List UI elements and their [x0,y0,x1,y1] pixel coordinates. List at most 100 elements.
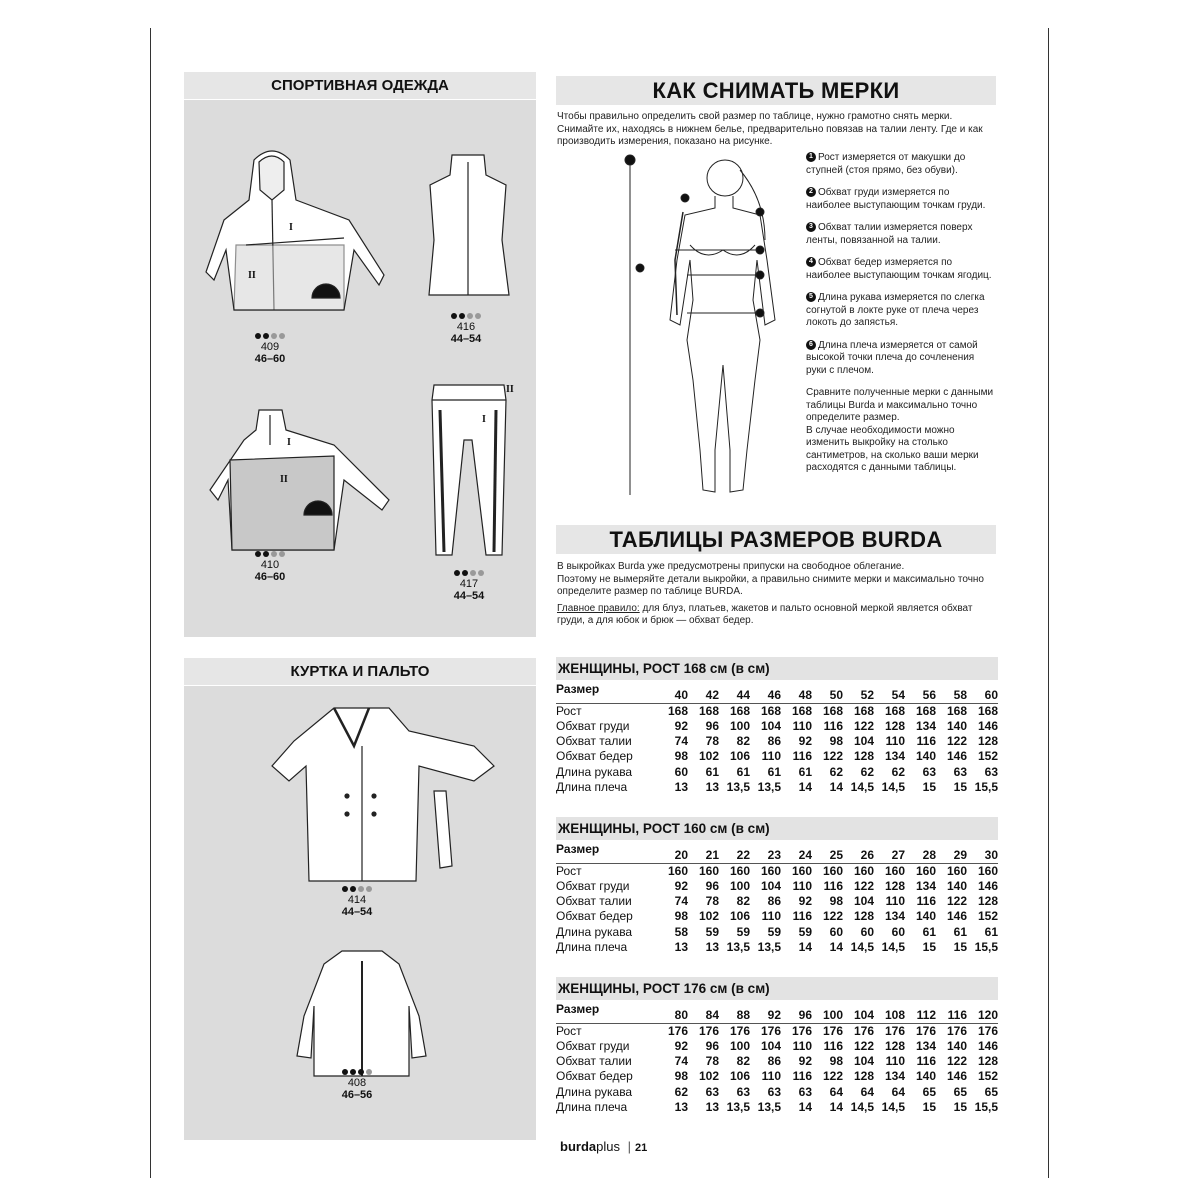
svg-text:II: II [506,384,514,395]
table-cell: 168 [915,703,936,718]
table-cell: 168 [791,703,812,718]
table-cell: 128 [853,1069,874,1084]
table-cell: 63 [922,764,936,779]
table-cell: 61 [705,764,719,779]
table-cell: 60 [674,764,688,779]
table-cell: 13,5 [757,939,781,954]
svg-text:I: I [482,414,486,425]
table-cell: 74 [674,733,688,748]
table-cell: 122 [946,733,967,748]
table-cell: 134 [884,1069,905,1084]
table-cell: 146 [946,749,967,764]
table-cell: 13 [705,939,719,954]
table-cell: 61 [798,764,812,779]
model-number: 417 [459,578,479,590]
table-cell: 140 [946,878,967,893]
table-cell: 98 [829,893,843,908]
table-cell: 110 [761,1069,781,1084]
row-label: Длина рукава [556,764,633,779]
table-cell: 116 [792,749,812,764]
table-cell: 146 [977,718,998,733]
table-cell: 134 [884,749,905,764]
table-cell: 14 [829,939,843,954]
table-cell: 152 [977,1069,998,1084]
tables-title: ТАБЛИЦЫ РАЗМЕРОВ BURDA [556,525,996,554]
table-cell: 15 [922,779,936,794]
table-cell: 25 [812,843,843,864]
table-cell: 78 [705,893,719,908]
table-cell: 102 [698,749,719,764]
table-cell: 110 [792,1038,812,1053]
table-cell: 78 [705,733,719,748]
row-label: Размер [556,683,657,704]
table-title-160: ЖЕНЩИНЫ, РОСТ 160 см (в см) [556,817,998,840]
table-cell: 168 [884,703,905,718]
table-cell: 168 [946,703,967,718]
garment-illustrations-sportswear: I II I II I II [205,150,514,556]
row-label: Длина плеча [556,779,628,794]
table-cell: 116 [936,1003,967,1024]
garment-409-label: 409 46–60 [240,333,300,365]
difficulty-dots [327,886,387,892]
table-cell: 62 [674,1084,688,1099]
table-cell: 168 [729,703,750,718]
difficulty-dots [327,1069,387,1075]
model-number: 414 [347,894,367,906]
table-cell: 128 [853,909,874,924]
table-cell: 40 [657,683,688,704]
row-label: Обхват бедер [556,909,633,924]
table-cell: 15 [922,1099,936,1114]
size-range: 44–54 [453,590,485,602]
table-cell: 100 [729,1038,750,1053]
table-cell: 15,5 [974,939,998,954]
table-cell: 14,5 [881,939,905,954]
table-cell: 106 [729,909,750,924]
table-cell: 20 [657,843,688,864]
table-cell: 26 [843,843,874,864]
table-cell: 60 [891,924,905,939]
main-rule: Главное правило: для блуз, платьев, жаке… [557,602,973,627]
table-cell: 14 [798,939,812,954]
table-cell: 82 [736,893,750,908]
garment-416-label: 416 44–54 [436,313,496,345]
table-cell: 140 [915,749,936,764]
intro-p1: В выкройках Burda уже предусмотрены прип… [557,561,905,572]
svg-text:II: II [248,270,256,281]
table-cell: 110 [761,909,781,924]
table-cell: 98 [674,749,688,764]
table-cell: 176 [884,1023,905,1038]
row-label: Длина рукава [556,1084,633,1099]
table-cell: 128 [884,878,905,893]
table-cell: 176 [729,1023,750,1038]
table-cell: 160 [915,863,936,878]
sportswear-panel: I II I II I II [184,100,536,637]
table-cell: 13,5 [726,1099,750,1114]
table-cell: 63 [736,1084,750,1099]
table-cell: 128 [853,749,874,764]
row-label: Обхват груди [556,1038,630,1053]
table-cell: 112 [905,1003,936,1024]
table-cell: 122 [946,893,967,908]
size-range: 46–60 [254,353,286,365]
table-cell: 59 [767,924,781,939]
table-cell: 120 [967,1003,998,1024]
table-cell: 13,5 [757,1099,781,1114]
compare-text: Сравните полученные мерки с данными табл… [806,387,994,423]
size-range: 46–60 [254,571,286,583]
table-cell: 58 [936,683,967,704]
table-cell: 92 [798,1053,812,1068]
garment-410-label: 410 46–60 [240,551,300,583]
svg-text:I: I [289,222,293,233]
table-cell: 84 [688,1003,719,1024]
table-cell: 168 [822,703,843,718]
table-cell: 65 [984,1084,998,1099]
table-cell: 134 [884,909,905,924]
table-cell: 96 [781,1003,812,1024]
